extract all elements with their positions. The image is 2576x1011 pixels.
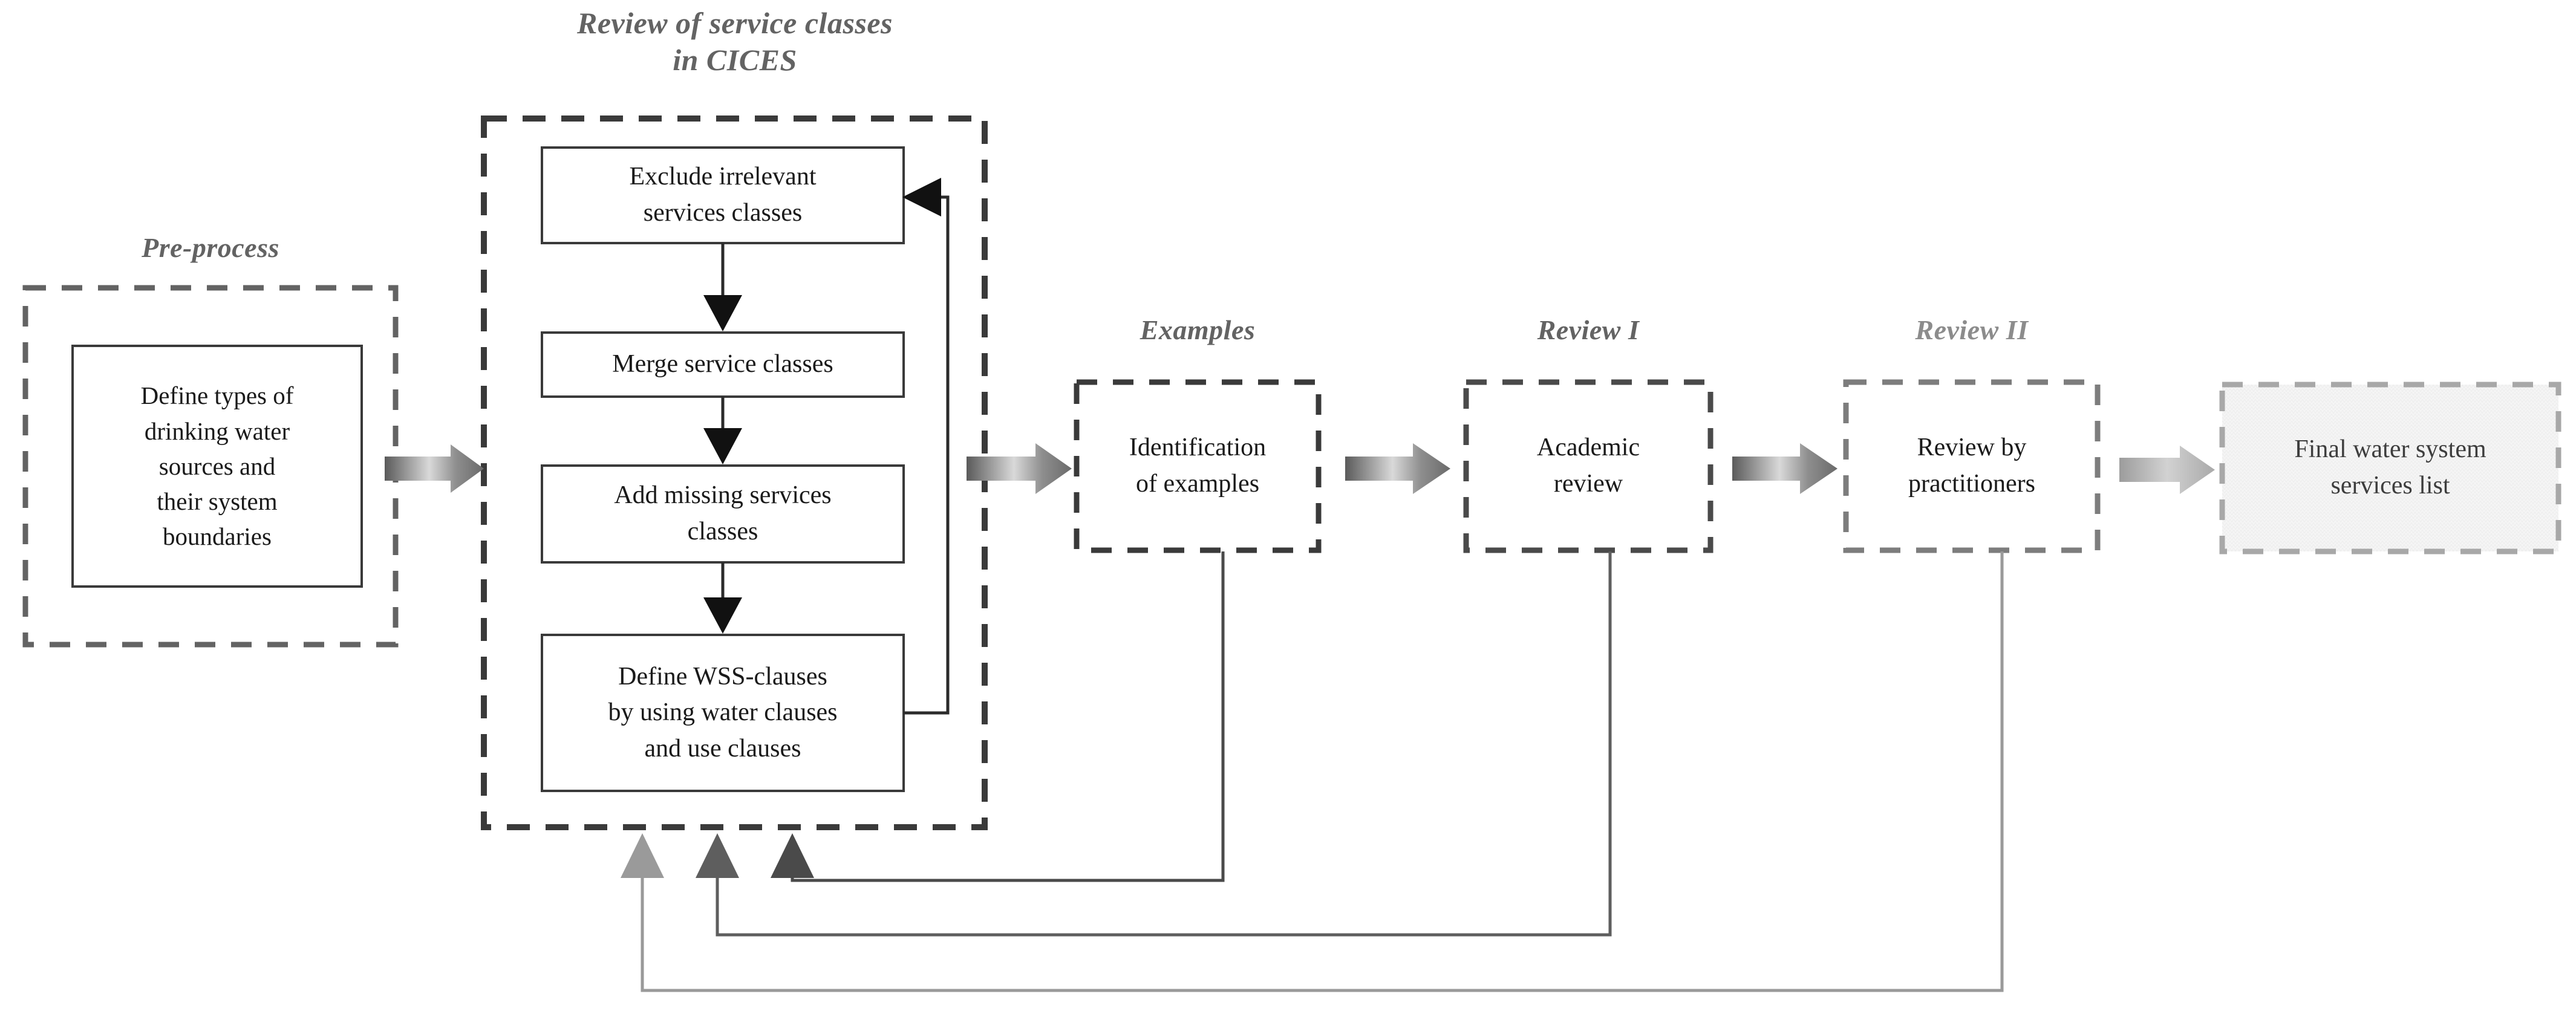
step-label-define-wss-wrapper: Define WSS-clauses by using water clause… xyxy=(542,635,904,791)
feedback-arrowhead-examples xyxy=(771,833,814,878)
examples-container xyxy=(1074,379,1322,553)
gradient-block-arrow-examples-to-review1 xyxy=(1345,443,1450,494)
gradient-block-arrow-pre-to-cices xyxy=(385,444,484,493)
step-label-exclude: Exclude irrelevant services classes xyxy=(629,163,817,227)
phase-title-review-cices: Review of service classes in CICES xyxy=(576,6,893,77)
pre-process-box-text: Define types of drinking water sources a… xyxy=(140,382,294,551)
phase-title-review-1: Review I xyxy=(1537,314,1640,345)
step-label-merge: Merge service classes xyxy=(612,350,833,379)
final-output-box-text-wrapper: Final water system services list xyxy=(2222,385,2558,551)
step-label-define-wss: Define WSS-clauses by using water clause… xyxy=(608,662,838,762)
pre-process-inner-box xyxy=(71,345,363,588)
feedback-arrowhead-review1 xyxy=(696,833,739,878)
review-1-container xyxy=(1463,379,1714,553)
phase-title-review-2: Review II xyxy=(1915,314,2029,345)
review-1-box-text-wrapper: Academic review xyxy=(1466,382,1710,550)
review-2-box-text: Review by practitioners xyxy=(1908,434,2035,498)
examples-box-text: Identification of examples xyxy=(1129,434,1267,498)
gradient-block-arrow-review2-to-final xyxy=(2119,446,2215,494)
final-output-container xyxy=(2219,382,2561,554)
feedback-arrowhead-review2 xyxy=(621,833,664,878)
down-arrow-exclude-to-merge xyxy=(703,243,742,331)
review-2-box-text-wrapper: Review by practitioners xyxy=(1846,382,2098,550)
review-1-box-text: Academic review xyxy=(1536,434,1640,498)
step-label-merge-wrapper: Merge service classes xyxy=(542,333,904,397)
step-label-add-missing: Add missing services classes xyxy=(614,481,832,545)
cices-internal-feedback-loop xyxy=(902,178,950,715)
phase-title-examples: Examples xyxy=(1140,314,1256,345)
feedback-from-review-1 xyxy=(716,551,1612,937)
final-output-box-text: Final water system services list xyxy=(2294,435,2486,499)
gradient-block-arrow-cices-to-examples xyxy=(967,443,1072,494)
down-arrow-merge-to-add xyxy=(703,397,742,464)
gradient-block-arrow-review1-to-review2 xyxy=(1732,443,1837,494)
down-arrow-add-to-define xyxy=(703,562,742,634)
feedback-from-review-2 xyxy=(641,551,2004,992)
feedback-from-examples xyxy=(791,551,1225,882)
step-box-define-wss xyxy=(541,634,905,792)
pre-process-box-text-wrapper: Define types of drinking water sources a… xyxy=(73,346,362,587)
step-label-add-missing-wrapper: Add missing services classes xyxy=(542,466,904,562)
phase-title-pre-process: Pre-process xyxy=(142,232,279,263)
review-2-container xyxy=(1843,379,2101,553)
step-box-exclude xyxy=(541,146,905,244)
examples-box-text-wrapper: Identification of examples xyxy=(1077,382,1319,550)
step-label-exclude-wrapper: Exclude irrelevant services classes xyxy=(542,148,904,243)
